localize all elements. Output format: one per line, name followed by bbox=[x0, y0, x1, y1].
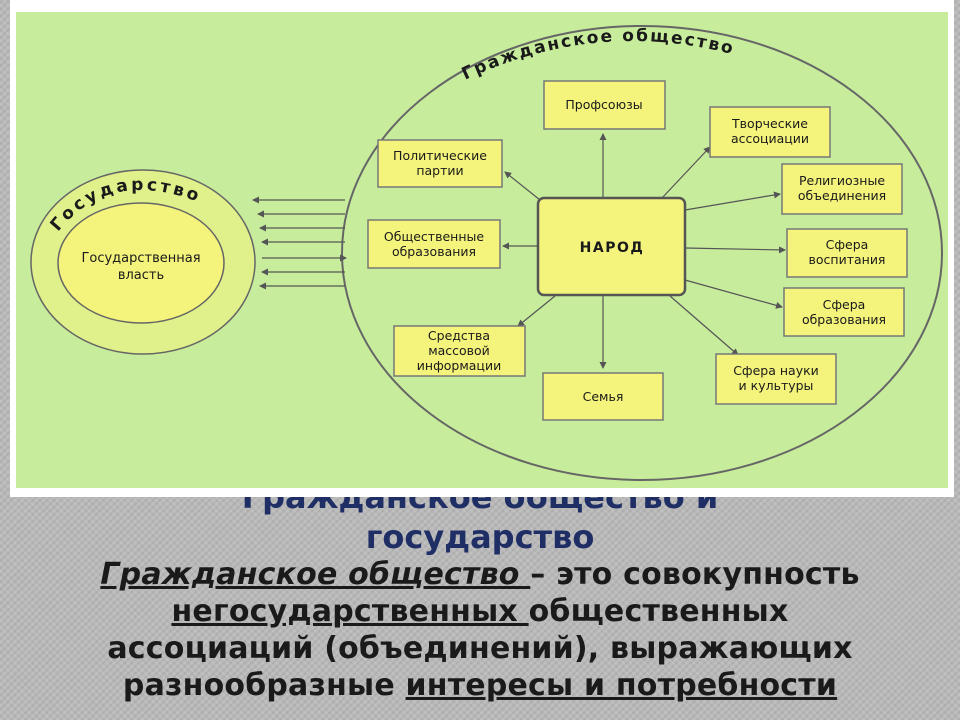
definition-text: Гражданское общество – это совокупность … bbox=[8, 556, 952, 704]
node-media-line-3: информации bbox=[417, 358, 501, 373]
center-arrows bbox=[502, 133, 786, 369]
node-public-org-line-2: образования bbox=[392, 244, 476, 259]
node-education-line-2: образования bbox=[802, 312, 886, 327]
center-box-people bbox=[536, 196, 687, 297]
arrow-education bbox=[684, 279, 783, 309]
node-box-political-parties bbox=[377, 139, 503, 188]
node-box-education bbox=[783, 287, 905, 337]
node-media-line-1: Средства bbox=[428, 328, 490, 343]
node-trade-unions-line-1: Профсоюзы bbox=[565, 97, 642, 112]
state-power-line-2: власть bbox=[118, 268, 164, 283]
node-box-mass-media bbox=[393, 325, 526, 377]
definition-public: общественных bbox=[528, 594, 789, 629]
node-public-org-line-1: Общественные bbox=[384, 229, 484, 244]
civil-society-ellipse bbox=[341, 25, 943, 481]
node-creative-line-1: Творческие bbox=[731, 116, 808, 131]
slide-title-line-2: государство bbox=[365, 518, 595, 556]
arrow-media bbox=[517, 295, 556, 327]
definition-line-1: Гражданское общество – это совокупность bbox=[8, 556, 952, 593]
node-parties-line-2: партии bbox=[416, 163, 463, 178]
arrow-creative bbox=[661, 146, 711, 199]
definition-line-4: разнообразные интересы и потребности bbox=[8, 667, 952, 704]
definition-line-2: негосударственных общественных bbox=[8, 593, 952, 630]
node-box-family bbox=[542, 372, 664, 421]
civil-society-diagram: Гражданское общество Государство Государ… bbox=[16, 12, 948, 488]
node-box-public-organizations bbox=[367, 219, 501, 269]
node-family-line-1: Семья bbox=[583, 389, 624, 404]
center-label: НАРОД bbox=[580, 240, 645, 256]
arrow-religious bbox=[684, 191, 781, 211]
arrow-science bbox=[669, 295, 739, 356]
node-upbringing-line-2: воспитания bbox=[809, 252, 886, 267]
definition-dash: – это совокупность bbox=[530, 557, 860, 592]
node-box-science-culture bbox=[715, 353, 837, 405]
node-creative-line-2: ассоциации bbox=[731, 131, 809, 146]
diagram-frame: Гражданское общество Государство Государ… bbox=[10, 0, 954, 497]
definition-nongovernmental: негосударственных bbox=[171, 594, 529, 629]
node-box-religious-associations bbox=[781, 163, 903, 215]
state-power-line-1: Государственная bbox=[81, 251, 200, 266]
node-media-line-2: массовой bbox=[428, 343, 490, 358]
state-society-arrows bbox=[252, 196, 347, 290]
arrow-parties bbox=[504, 171, 541, 201]
node-box-creative-associations bbox=[709, 106, 831, 158]
definition-interests: интересы и потребности bbox=[405, 668, 838, 703]
state-power-circle bbox=[57, 202, 225, 324]
node-religious-line-1: Религиозные bbox=[799, 173, 885, 188]
node-parties-line-1: Политические bbox=[393, 148, 487, 163]
node-science-line-2: и культуры bbox=[739, 378, 814, 393]
definition-diverse: разнообразные bbox=[122, 668, 406, 703]
node-science-line-1: Сфера науки bbox=[733, 363, 819, 378]
definition-line-3: ассоциаций (объединений), выражающих bbox=[107, 631, 853, 666]
definition-term: Гражданское общество bbox=[100, 557, 531, 592]
node-box-trade-unions bbox=[543, 80, 666, 130]
node-religious-line-2: объединения bbox=[798, 188, 886, 203]
arrow-upbringing bbox=[684, 246, 786, 254]
node-upbringing-line-1: Сфера bbox=[826, 237, 869, 252]
node-box-upbringing bbox=[786, 228, 908, 278]
node-education-line-1: Сфера bbox=[823, 297, 866, 312]
